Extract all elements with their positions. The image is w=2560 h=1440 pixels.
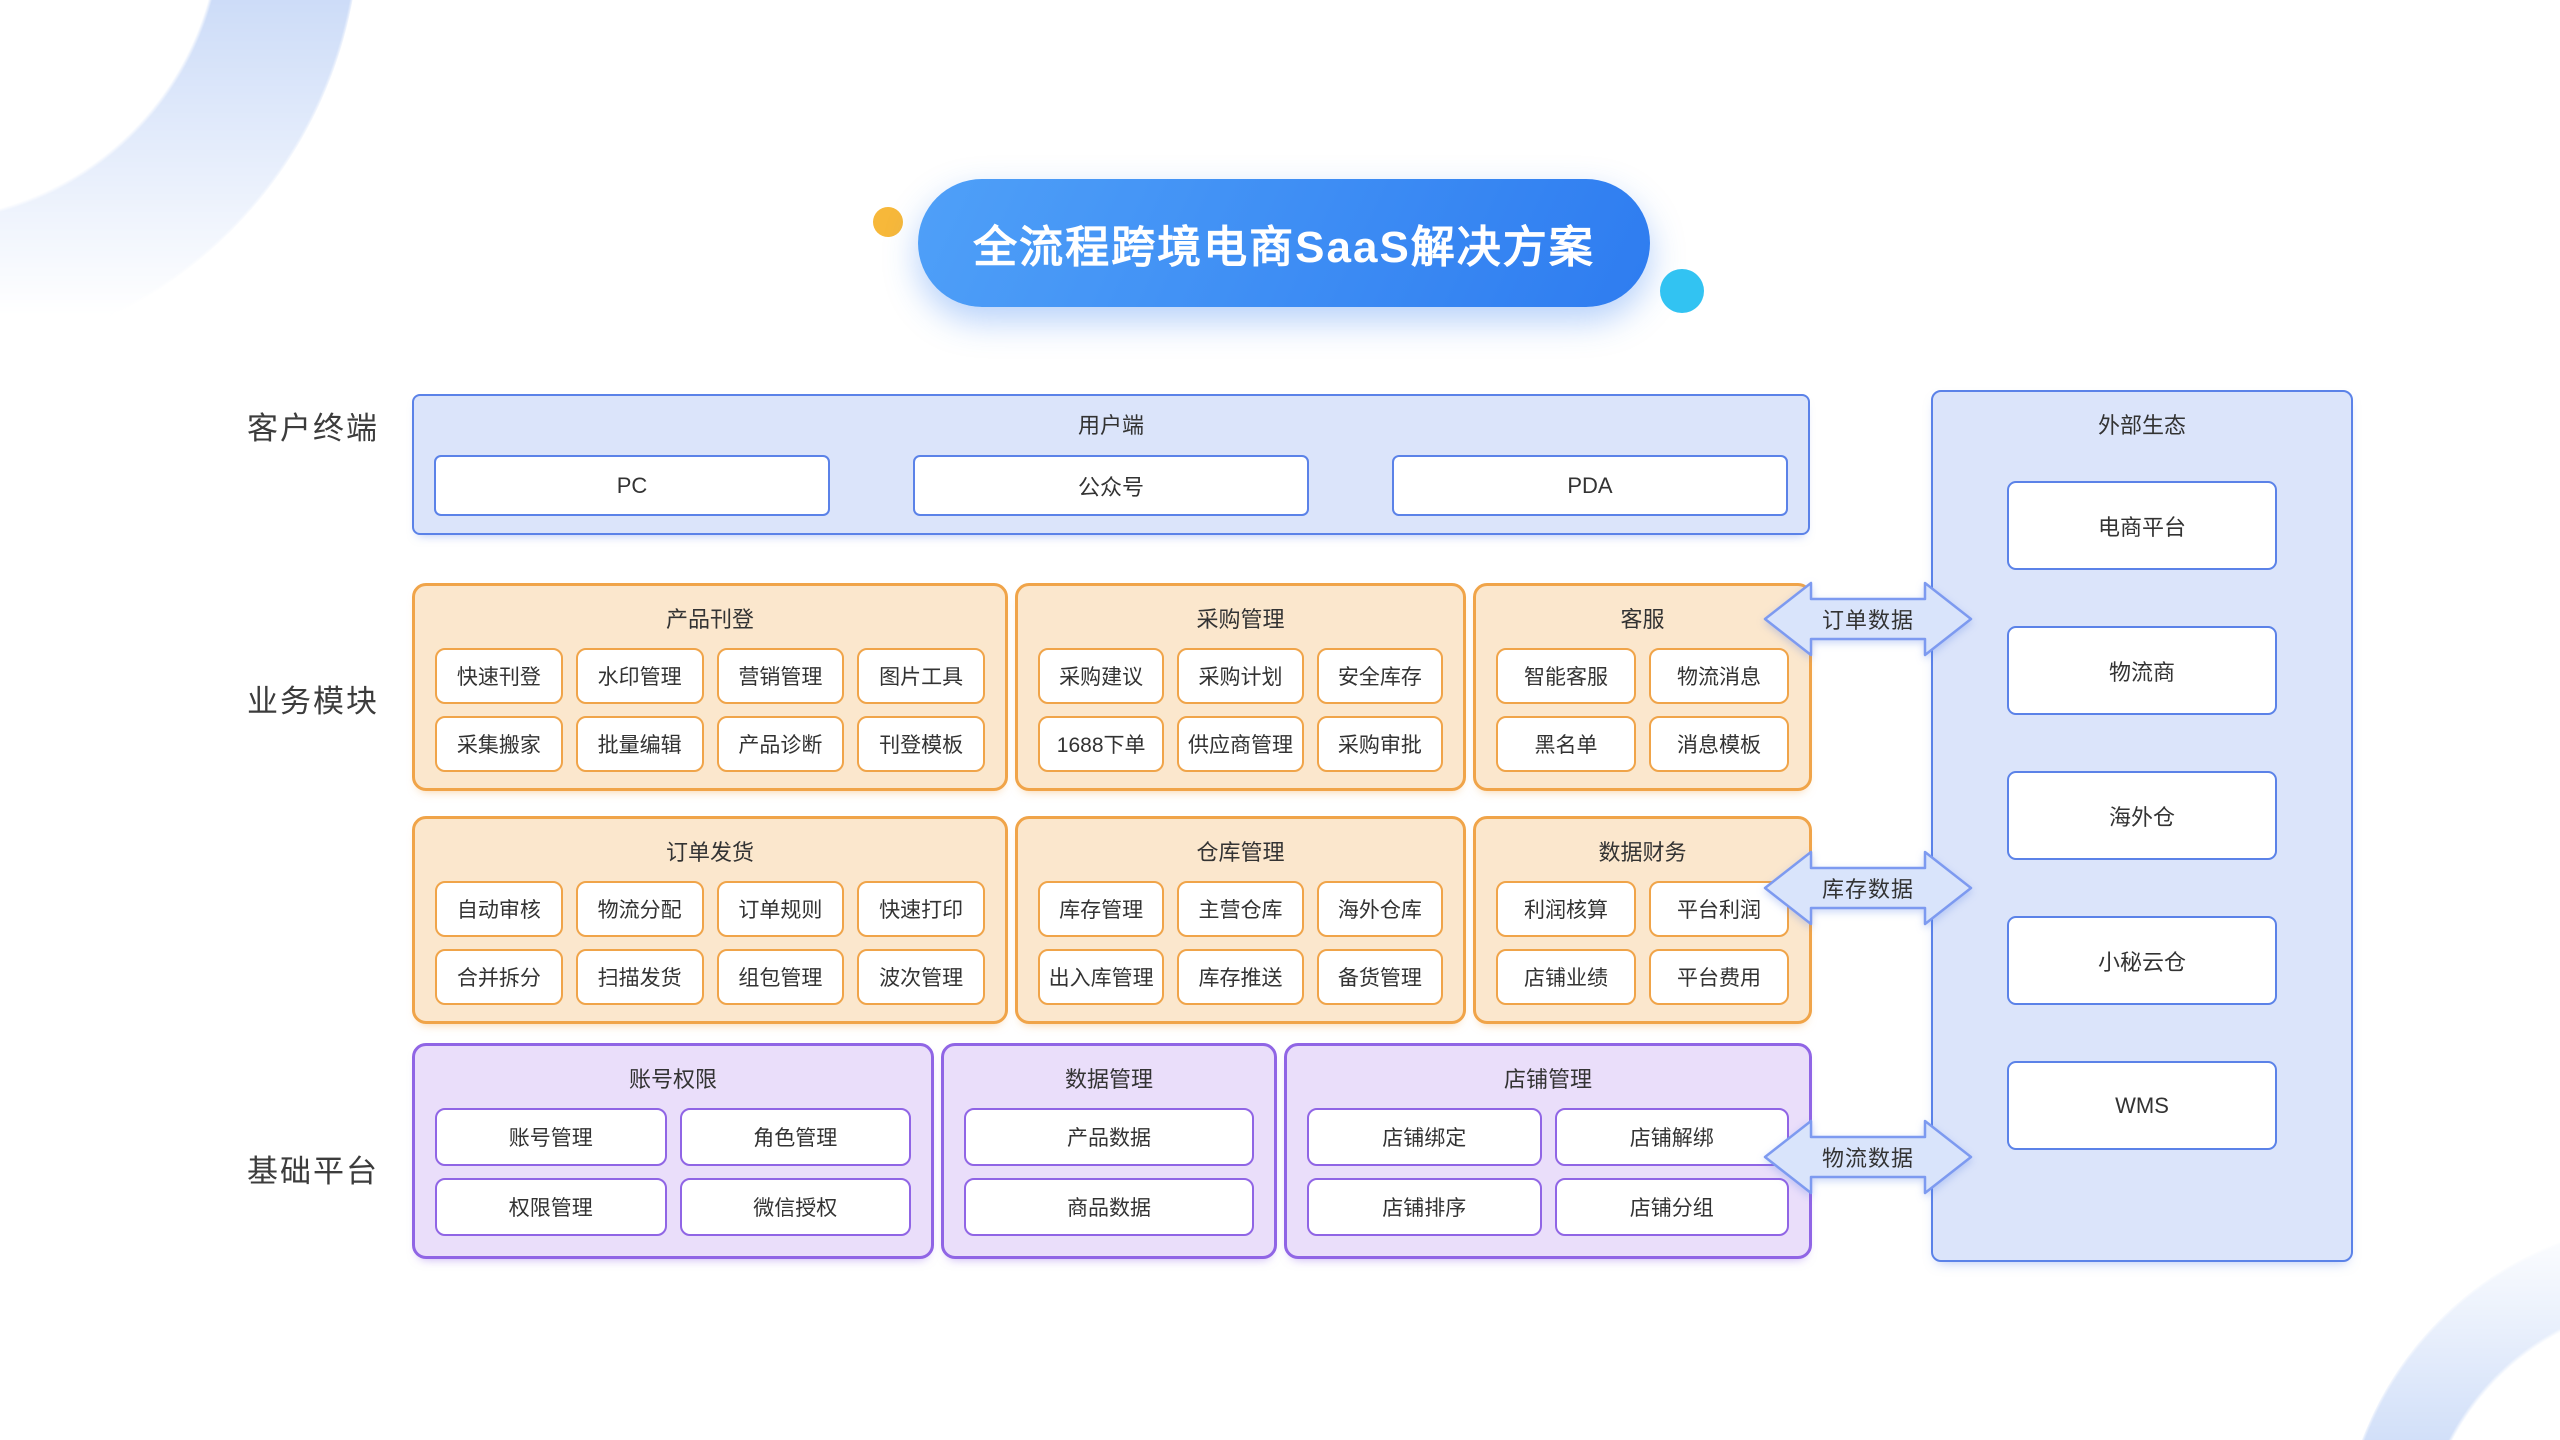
module-item: 物流分配 xyxy=(575,881,704,937)
module-item: 库存管理 xyxy=(1038,881,1165,937)
module-item: 合并拆分 xyxy=(435,949,563,1005)
module-item: 消息模板 xyxy=(1649,716,1789,772)
module-item: 店铺分组 xyxy=(1554,1178,1789,1236)
module-item: 营销管理 xyxy=(716,648,845,704)
module-item: 快速打印 xyxy=(857,881,985,937)
module-item: 物流消息 xyxy=(1649,648,1789,704)
module-item: 出入库管理 xyxy=(1038,949,1165,1005)
arrow-label: 物流数据 xyxy=(1821,1146,1914,1171)
section-title: 客服 xyxy=(1620,607,1665,632)
user-end-item: PDA xyxy=(1392,455,1788,516)
section-data-finance: 数据财务 利润核算平台利润店铺业绩平台费用 xyxy=(1473,816,1812,1024)
external-item: 电商平台 xyxy=(2007,481,2277,570)
module-item: 波次管理 xyxy=(857,949,985,1005)
module-item: 店铺业绩 xyxy=(1496,949,1636,1005)
arrow-inventory-data: 库存数据 xyxy=(1763,848,1973,928)
section-data-management: 数据管理 产品数据商品数据 xyxy=(941,1043,1277,1259)
module-item: 库存推送 xyxy=(1177,949,1304,1005)
external-items: 电商平台物流商海外仓小秘云仓 WMS xyxy=(1933,481,2351,1150)
module-item: 快速刊登 xyxy=(435,648,563,704)
module-item: 智能客服 xyxy=(1496,648,1636,704)
module-item: 平台费用 xyxy=(1649,949,1789,1005)
module-item: 扫描发货 xyxy=(575,949,704,1005)
external-item: 小秘云仓 xyxy=(2007,916,2277,1005)
corner-arc-bottom-right xyxy=(2340,1220,2560,1440)
section-title: 用户端 xyxy=(1077,413,1144,438)
row-label-business-modules: 业务模块 xyxy=(247,684,379,719)
section-title: 数据管理 xyxy=(1064,1067,1153,1092)
corner-arc-top-left xyxy=(0,0,360,360)
arrow-logistics-data: 物流数据 xyxy=(1763,1117,1973,1197)
cyan-dot xyxy=(1660,269,1704,313)
module-item: 订单规则 xyxy=(716,881,845,937)
module-item: 刊登模板 xyxy=(857,716,985,772)
arrow-label: 订单数据 xyxy=(1821,608,1914,633)
section-title: 仓库管理 xyxy=(1196,840,1285,865)
module-item: 备货管理 xyxy=(1316,949,1443,1005)
module-item: 水印管理 xyxy=(575,648,704,704)
section-purchase-management: 采购管理 采购建议采购计划安全库存 1688下单供应商管理采购审批 xyxy=(1015,583,1466,791)
module-item: 黑名单 xyxy=(1496,716,1636,772)
module-item: 店铺解绑 xyxy=(1554,1108,1789,1166)
section-customer-service: 客服 智能客服物流消息黑名单消息模板 xyxy=(1473,583,1812,791)
module-item: 账号管理 xyxy=(435,1108,667,1166)
section-title: 采购管理 xyxy=(1196,607,1285,632)
module-item: 批量编辑 xyxy=(575,716,704,772)
section-title: 数据财务 xyxy=(1598,840,1687,865)
row-label-base-platform: 基础平台 xyxy=(247,1154,379,1189)
module-item: 采购建议 xyxy=(1038,648,1165,704)
user-end-item: 公众号 xyxy=(913,455,1309,516)
module-item: 产品数据 xyxy=(964,1108,1254,1166)
external-item: 海外仓 xyxy=(2007,771,2277,860)
module-item: 微信授权 xyxy=(679,1178,911,1236)
section-user-end: 用户端 PC 公众号 PDA xyxy=(412,394,1810,535)
module-item: 平台利润 xyxy=(1649,881,1789,937)
row-label-client-terminal: 客户终端 xyxy=(247,411,379,446)
user-end-buttons: PC 公众号 PDA xyxy=(434,455,1788,516)
arrow-label: 库存数据 xyxy=(1821,877,1914,902)
arrow-order-data: 订单数据 xyxy=(1763,579,1973,659)
yellow-dot xyxy=(873,207,903,237)
module-item: 商品数据 xyxy=(964,1178,1254,1236)
module-item: 采购审批 xyxy=(1316,716,1443,772)
external-item: 物流商 xyxy=(2007,626,2277,715)
module-item: 采购计划 xyxy=(1177,648,1304,704)
module-item: 角色管理 xyxy=(679,1108,911,1166)
module-item: 安全库存 xyxy=(1316,648,1443,704)
module-item: 1688下单 xyxy=(1038,716,1165,772)
section-product-listing: 产品刊登 快速刊登水印管理营销管理图片工具采集搬家批量编辑产品诊断刊登模板 xyxy=(412,583,1008,791)
module-item: 店铺绑定 xyxy=(1307,1108,1542,1166)
module-item: 海外仓库 xyxy=(1316,881,1443,937)
module-item: 组包管理 xyxy=(716,949,845,1005)
section-title: 店铺管理 xyxy=(1503,1067,1592,1092)
user-end-item: PC xyxy=(434,455,830,516)
page-title: 全流程跨境电商SaaS解决方案 xyxy=(973,223,1595,272)
external-item: WMS xyxy=(2007,1061,2277,1150)
section-warehouse-management: 仓库管理 库存管理主营仓库海外仓库出入库管理库存推送备货管理 xyxy=(1015,816,1466,1024)
module-item: 权限管理 xyxy=(435,1178,667,1236)
double-arrow-icon xyxy=(1763,850,1973,926)
section-account-permission: 账号权限 账号管理角色管理权限管理微信授权 xyxy=(412,1043,934,1259)
double-arrow-icon xyxy=(1763,581,1973,657)
section-title: 账号权限 xyxy=(628,1067,717,1092)
module-item: 采集搬家 xyxy=(435,716,563,772)
section-title: 外部生态 xyxy=(2097,413,2186,438)
module-item: 店铺排序 xyxy=(1307,1178,1542,1236)
module-item: 利润核算 xyxy=(1496,881,1636,937)
title-pill: 全流程跨境电商SaaS解决方案 xyxy=(918,179,1650,307)
module-item: 主营仓库 xyxy=(1177,881,1304,937)
module-item: 图片工具 xyxy=(857,648,985,704)
module-item: 自动审核 xyxy=(435,881,563,937)
section-store-management: 店铺管理 店铺绑定店铺解绑店铺排序店铺分组 xyxy=(1284,1043,1812,1259)
section-order-shipping: 订单发货 自动审核物流分配订单规则快速打印合并拆分扫描发货组包管理波次管理 xyxy=(412,816,1008,1024)
module-item: 供应商管理 xyxy=(1177,716,1304,772)
section-title: 产品刊登 xyxy=(665,607,754,632)
section-external-ecosystem: 外部生态 电商平台物流商海外仓小秘云仓 WMS xyxy=(1931,390,2353,1262)
module-item: 产品诊断 xyxy=(716,716,845,772)
double-arrow-icon xyxy=(1763,1119,1973,1195)
section-title: 订单发货 xyxy=(665,840,754,865)
